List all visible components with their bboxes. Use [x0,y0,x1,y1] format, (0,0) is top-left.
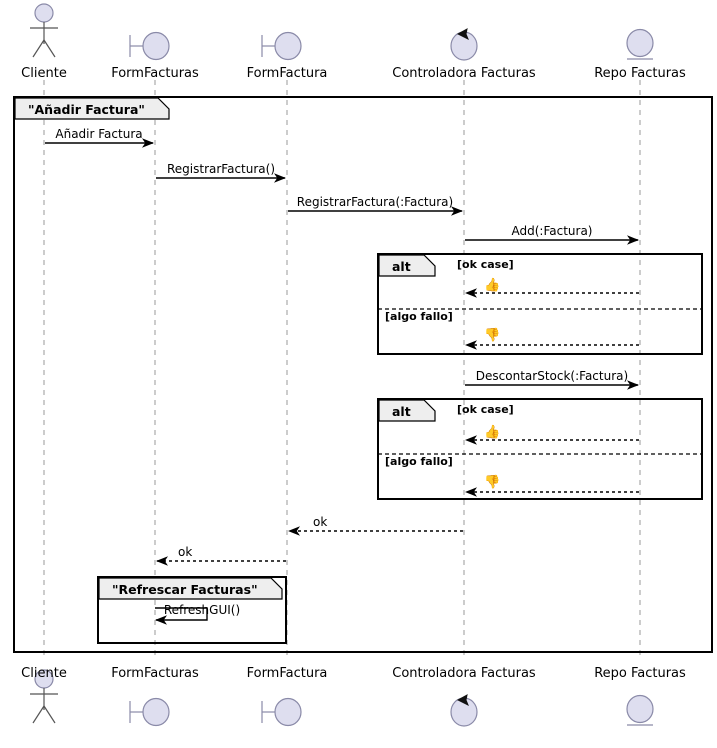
fragment-operator-label: "Refrescar Facturas" [112,582,258,597]
fragment-refrescar [97,576,287,644]
fragment-operator-label: alt [392,259,411,274]
participant-label-top: FormFacturas [111,66,199,81]
participant-label-bottom: FormFactura [246,666,328,681]
message-label: RefreshGUI() [163,603,241,617]
participant-icon-entity-icon-bottom [626,694,654,726]
participant-label-bottom: Cliente [21,666,67,681]
participant-icon-control-icon-bottom [450,694,478,727]
participant-icon-entity-icon-top [626,28,654,60]
fragment-operator-label: alt [392,404,411,419]
fragment-header-pentagon [14,97,170,120]
actor-leg-left [32,39,45,58]
thumbs-up-icon: 👍 [484,425,501,440]
participant-label-bottom: FormFacturas [111,666,199,681]
message-label: RegistrarFactura() [166,162,276,176]
actor-leg-right [43,39,56,58]
thumbs-up-icon: 👍 [484,278,501,293]
actor-head [34,3,54,23]
message-label: Añadir Factura [55,127,143,141]
fragment-guard-label: [ok case] [457,258,514,271]
participant-label-top: Repo Facturas [594,66,686,81]
participant-label-top: FormFactura [246,66,328,81]
fragment-border [13,96,713,653]
participant-icon-boundary-icon-bottom [261,697,302,727]
self-message-arrow [155,607,208,625]
fragment-border [377,253,703,355]
participant-icon-boundary-icon-top [261,31,302,61]
participant-icon-control-icon-top [450,28,478,61]
fragment-header-pentagon [98,577,283,600]
boundary-circle [142,697,170,727]
participant-icon-actor-stick-figure-icon-top [30,3,58,58]
fragment-guard-label: [ok case] [457,403,514,416]
participant-label-bottom: Repo Facturas [594,666,686,681]
boundary-circle [274,31,302,61]
message-label: RegistrarFactura(:Factura) [296,195,454,209]
participant-label-top: Controladora Facturas [392,66,536,81]
participant-icon-actor-stick-figure-icon-bottom [30,669,58,724]
participant-label-top: Cliente [21,66,67,81]
control-arrow [456,28,469,41]
participant-icon-boundary-icon-top [129,31,170,61]
thumbs-down-icon: 👎 [484,328,501,343]
participant-icon-boundary-icon-bottom [129,697,170,727]
control-arrow [456,694,469,707]
fragment-border [377,398,703,500]
fragment-alt1 [377,253,703,355]
fragment-guard-label: [algo fallo] [385,455,453,468]
entity-circle [626,694,654,724]
message-m12 [155,607,208,625]
fragment-alt2 [377,398,703,500]
boundary-circle [142,31,170,61]
fragment-outer [13,96,713,653]
message-label: DescontarStock(:Factura) [475,369,629,383]
message-label: ok [178,545,193,559]
fragment-operator-label: "Añadir Factura" [28,102,145,117]
fragment-guard-label: [algo fallo] [385,310,453,323]
message-label: Add(:Factura) [511,224,593,238]
entity-circle [626,28,654,58]
fragment-header-pentagon [378,254,436,277]
fragment-header-pentagon [378,399,436,422]
actor-leg-right [43,705,56,724]
fragment-border [97,576,287,644]
boundary-circle [274,697,302,727]
message-label: ok [313,515,328,529]
participant-label-bottom: Controladora Facturas [392,666,536,681]
thumbs-down-icon: 👎 [484,475,501,490]
actor-leg-left [32,705,45,724]
